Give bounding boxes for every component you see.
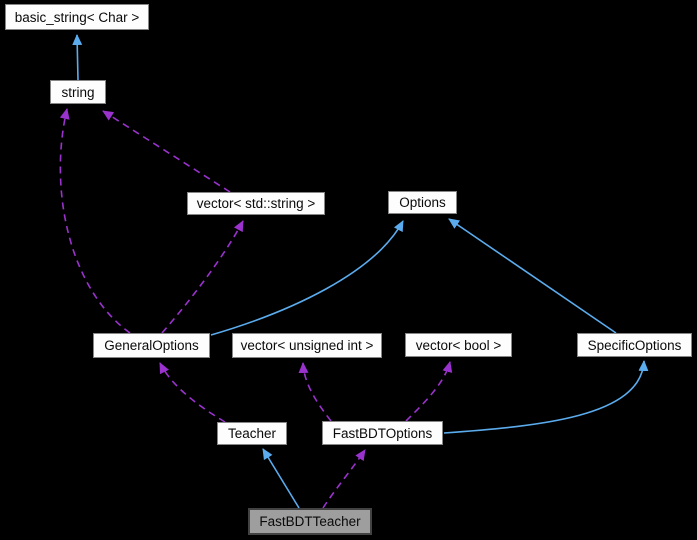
edge-inheritance-general-options-to-options <box>210 220 404 336</box>
node-options[interactable]: Options <box>388 191 457 214</box>
edge-inheritance-string-to-basic-string <box>72 34 83 81</box>
node-vector-unsigned-int[interactable]: vector< unsigned int > <box>232 333 382 358</box>
node-basic-string[interactable]: basic_string< Char > <box>5 4 149 30</box>
edge-inheritance-fastbdt-options-to-specific-options <box>443 360 649 434</box>
edge-usage-teacher-to-general-options <box>159 362 226 423</box>
node-fastbdt-teacher-current: FastBDTTeacher <box>248 508 372 535</box>
edge-inheritance-fastbdt-teacher-to-teacher <box>262 448 300 509</box>
edge-usage-general-options-to-vector-std-string <box>161 220 244 334</box>
node-general-options[interactable]: GeneralOptions <box>93 333 210 358</box>
edge-inheritance-specific-options-to-options <box>448 218 617 334</box>
node-string[interactable]: string <box>50 80 106 104</box>
edge-usage-fastbdt-options-to-vector-bool <box>405 361 453 422</box>
node-fastbdt-options[interactable]: FastBDTOptions <box>322 421 443 445</box>
edge-usage-general-options-to-string <box>59 108 131 334</box>
node-vector-std-string[interactable]: vector< std::string > <box>187 192 325 215</box>
node-teacher[interactable]: Teacher <box>217 422 287 445</box>
edge-usage-vector-std-string-to-string <box>102 110 231 193</box>
edge-usage-fastbdt-options-to-vector-unsigned-int <box>298 362 332 422</box>
edge-usage-fastbdt-teacher-to-fastbdt-options <box>322 449 366 509</box>
node-vector-bool[interactable]: vector< bool > <box>405 333 512 357</box>
node-specific-options[interactable]: SpecificOptions <box>577 333 692 357</box>
